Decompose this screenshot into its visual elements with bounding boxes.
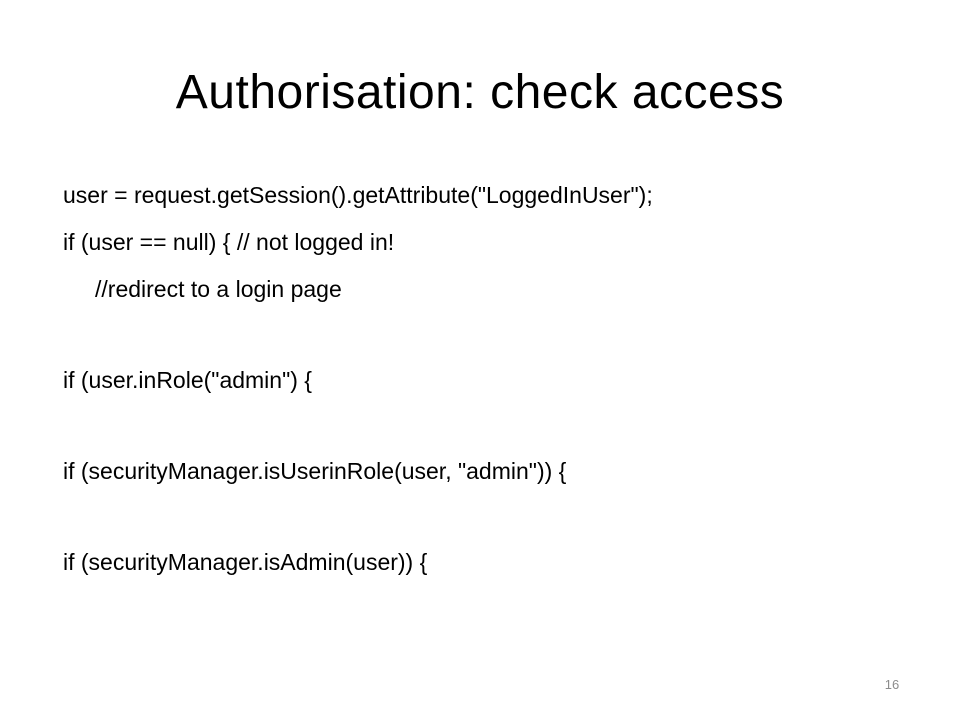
code-line-null-check: if (user == null) { // not logged in!: [63, 229, 395, 255]
code-line-redirect-comment: //redirect to a login page: [95, 276, 342, 302]
code-line-in-role: if (user.inRole("admin") {: [63, 367, 312, 393]
slide-title: Authorisation: check access: [175, 66, 785, 119]
code-line-is-user-in-role: if (securityManager.isUserinRole(user, "…: [63, 458, 567, 484]
code-line-get-session: user = request.getSession().getAttribute…: [63, 182, 653, 208]
code-line-is-admin: if (securityManager.isAdmin(user)) {: [63, 549, 428, 575]
slide-number: 16: [884, 677, 900, 692]
